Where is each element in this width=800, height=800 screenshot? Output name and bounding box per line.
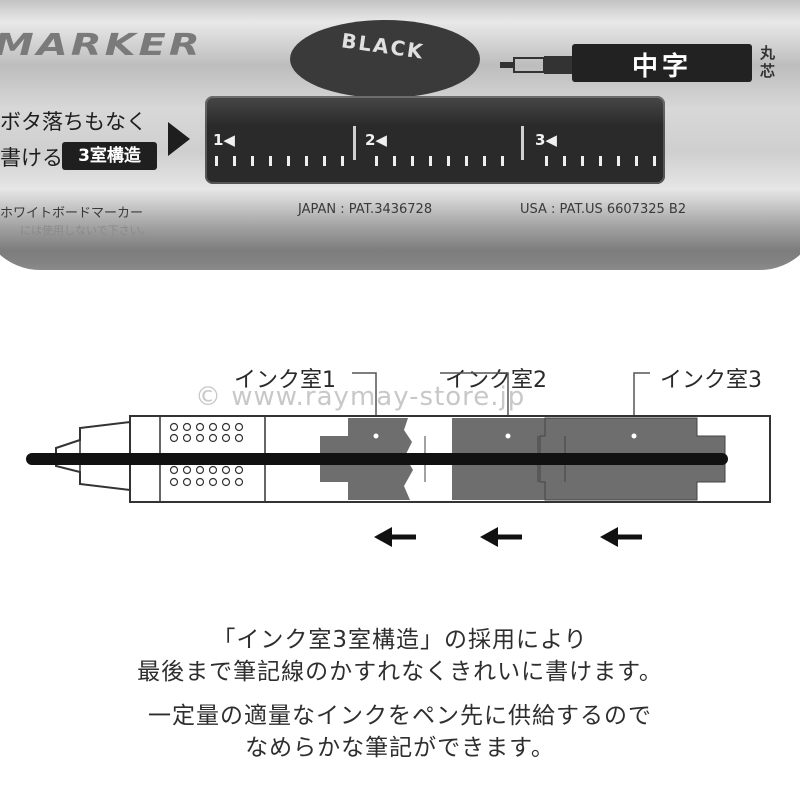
scale-tick <box>251 156 254 166</box>
scale-tick <box>215 156 218 166</box>
scale-tick <box>653 156 656 166</box>
window-glare <box>205 96 665 126</box>
filter-dot <box>169 433 179 443</box>
pen-photo: MARKER BLACK 中字 丸芯 ボタ落ちもなく 書ける 3室構造 1◀ 2… <box>0 0 800 330</box>
flow-arrow-left-icon <box>374 527 416 547</box>
chamber-label-1: インク室1 <box>234 368 336 393</box>
scale-tick <box>447 156 450 166</box>
scale-tick <box>501 156 504 166</box>
filter-dot <box>234 433 244 443</box>
scale-label-3: 3◀ <box>535 131 557 149</box>
scale-tick <box>375 156 378 166</box>
scale-tick <box>617 156 620 166</box>
filter-dot <box>182 465 192 475</box>
window-divider <box>521 126 524 160</box>
tip-type-label: 丸芯 <box>760 44 776 80</box>
filter-dot <box>195 433 205 443</box>
window-divider <box>353 126 356 160</box>
caption-line1: 「インク室3室構造」の採用により <box>212 627 588 653</box>
caption-line4: なめらかな筆記ができます。 <box>245 735 555 761</box>
scale-tick <box>411 156 414 166</box>
filter-dot <box>169 477 179 487</box>
scale-tick <box>465 156 468 166</box>
watermark: © www.raymay-store.jp <box>195 382 526 412</box>
tip-thickness-badge <box>572 44 752 82</box>
filter-dot <box>234 477 244 487</box>
filter-dot <box>208 433 218 443</box>
filter-dot <box>208 477 218 487</box>
scale-tick <box>563 156 566 166</box>
chamber-marker-1 <box>373 433 379 439</box>
filter-dot <box>195 477 205 487</box>
caption-line2: 最後まで筆記線のかすれなくきれいに書けます。 <box>137 659 663 685</box>
filter-dot <box>221 477 231 487</box>
filter-dot <box>208 465 218 475</box>
faint-note: には使用しないで下さい。 <box>20 224 152 237</box>
scale-label-2: 2◀ <box>365 131 387 149</box>
scale-tick <box>233 156 236 166</box>
scale-tick <box>305 156 308 166</box>
scale-tick <box>269 156 272 166</box>
chamber-label-2: インク室2 <box>445 368 547 393</box>
scale-tick <box>287 156 290 166</box>
scale-tick <box>393 156 396 166</box>
chamber-marker-2 <box>505 433 511 439</box>
color-badge <box>290 20 480 98</box>
flow-arrow-left-icon <box>600 527 642 547</box>
brand-text: MARKER <box>0 28 203 63</box>
filter-dot <box>221 422 231 432</box>
filter-dot <box>195 465 205 475</box>
chamber-label-3: インク室3 <box>660 368 762 393</box>
caption-line3: 一定量の適量なインクをペン先に供給するので <box>148 703 652 729</box>
scale-tick <box>341 156 344 166</box>
scale-tick <box>581 156 584 166</box>
structure-badge-label: 3室構造 <box>78 146 141 166</box>
play-triangle-icon <box>168 122 190 156</box>
filter-dot <box>221 433 231 443</box>
filter-dot <box>169 422 179 432</box>
scale-tick <box>429 156 432 166</box>
filter-dot <box>234 422 244 432</box>
scale-tick <box>599 156 602 166</box>
filter-dot <box>195 422 205 432</box>
scale-tick <box>323 156 326 166</box>
chamber-marker-3 <box>631 433 637 439</box>
filter-dot <box>182 477 192 487</box>
filter-dot <box>182 422 192 432</box>
tip-thickness-label: 中字 <box>631 52 692 82</box>
flow-arrow-left-icon <box>480 527 522 547</box>
photo-fade <box>0 250 800 330</box>
usa-patent: USA : PAT.US 6607325 B2 <box>520 202 687 217</box>
scale-tick <box>635 156 638 166</box>
product-type: ホワイトボードマーカー <box>0 206 144 221</box>
tagline-line1: ボタ落ちもなく <box>0 110 147 134</box>
ink-chamber-diagram: インク室1 インク室2 インク室3 <box>0 330 800 580</box>
filter-dot <box>182 433 192 443</box>
scale-label-1: 1◀ <box>213 131 235 149</box>
filter-dot <box>169 465 179 475</box>
filter-dot <box>208 422 218 432</box>
filter-dot <box>234 465 244 475</box>
japan-patent: JAPAN : PAT.3436728 <box>298 202 433 217</box>
structure-badge <box>62 142 157 170</box>
tagline-line2-prefix: 書ける <box>0 146 63 170</box>
cross-section-svg <box>26 372 771 547</box>
filter-dots <box>169 422 244 487</box>
filter-dot <box>221 465 231 475</box>
scale-tick <box>545 156 548 166</box>
ink-window: 1◀ 2◀ 3◀ <box>205 96 665 184</box>
scale-tick <box>483 156 486 166</box>
